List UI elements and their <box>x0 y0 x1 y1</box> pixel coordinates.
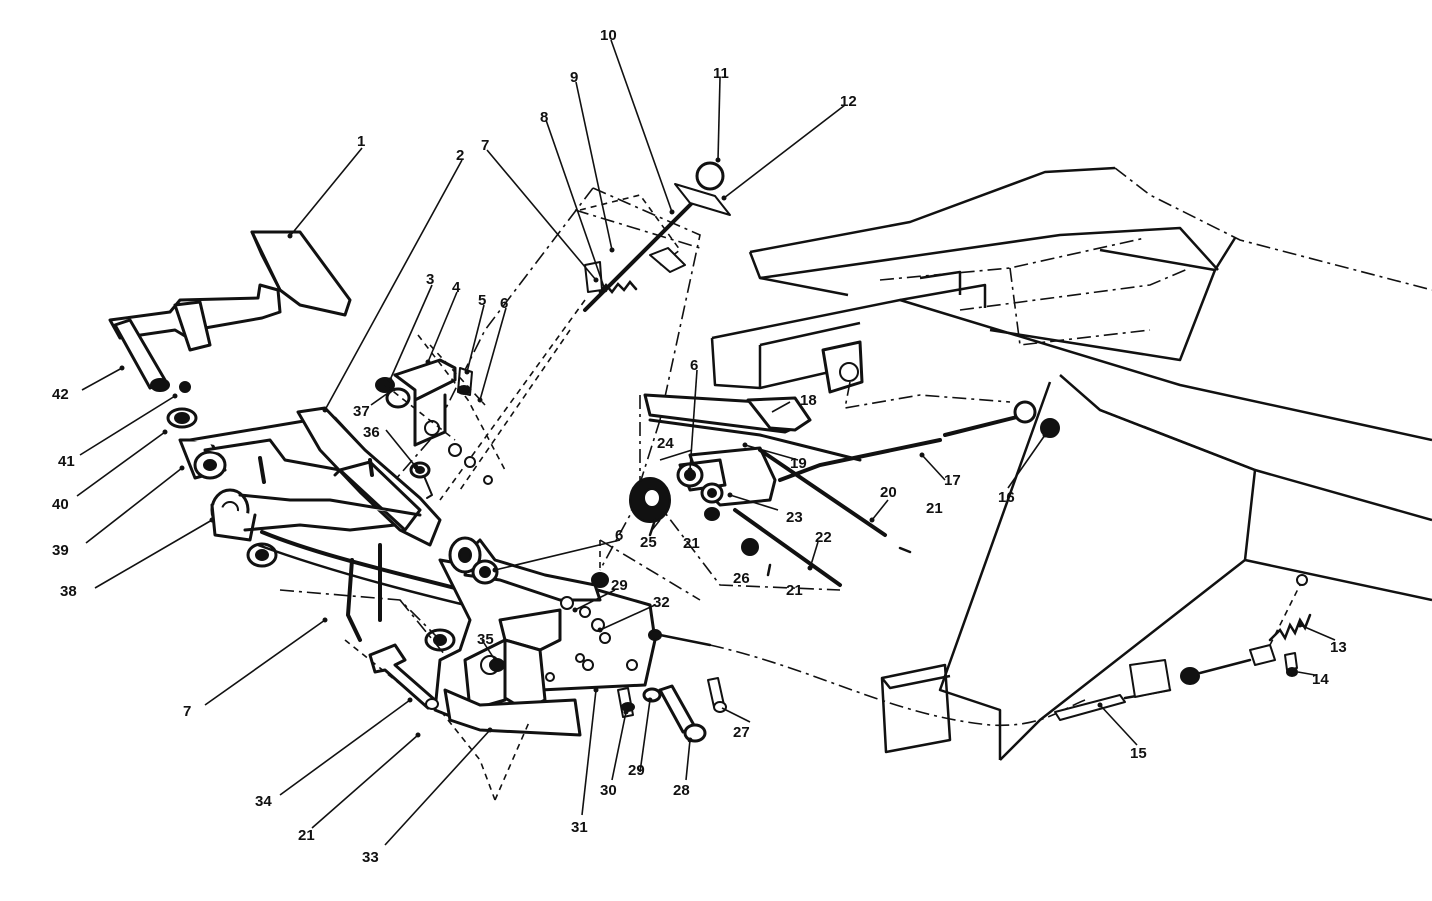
callout-31: 31 <box>571 819 588 836</box>
callout-32: 32 <box>653 594 670 611</box>
cable-15 <box>1054 694 1126 721</box>
callout-40: 40 <box>52 496 69 513</box>
callout-16: 16 <box>998 489 1015 506</box>
callout-25: 25 <box>640 534 657 551</box>
bushing-26 <box>741 538 759 556</box>
pivot-bracket <box>375 334 506 499</box>
callout-14: 14 <box>1312 671 1329 688</box>
rod-22 <box>733 508 842 587</box>
callout-21-left: 21 <box>298 827 315 844</box>
callout-33: 33 <box>362 849 379 866</box>
callout-21-right: 21 <box>926 500 943 517</box>
pedal-assembly <box>108 230 532 622</box>
callout-36: 36 <box>363 424 380 441</box>
callout-9: 9 <box>570 69 578 86</box>
callout-7-upper: 7 <box>481 137 489 154</box>
callout-6-lower: 6 <box>615 527 623 544</box>
callout-6-mid: 6 <box>690 357 698 374</box>
callout-4: 4 <box>452 279 461 296</box>
callout-10: 10 <box>600 27 617 44</box>
callout-27: 27 <box>733 724 750 741</box>
callout-19: 19 <box>790 455 807 472</box>
bushing-41 <box>179 381 191 393</box>
callout-20: 20 <box>880 484 897 501</box>
callout-12: 12 <box>840 93 857 110</box>
callout-2: 2 <box>456 147 464 164</box>
callout-39: 39 <box>52 542 69 559</box>
callout-35: 35 <box>477 631 494 648</box>
callout-13: 13 <box>1330 639 1347 656</box>
callout-21-mid: 21 <box>683 535 700 552</box>
callout-30: 30 <box>600 782 617 799</box>
rod-34 <box>368 643 437 710</box>
leader-lines <box>76 39 1336 846</box>
callout-41: 41 <box>58 453 75 470</box>
callout-37: 37 <box>353 403 370 420</box>
callout-5: 5 <box>478 292 486 309</box>
callout-29-upper: 29 <box>611 577 628 594</box>
callout-15: 15 <box>1130 745 1147 762</box>
rod-20 <box>758 448 887 537</box>
callout-1: 1 <box>357 133 365 150</box>
tractor-frame <box>710 166 1432 761</box>
callout-3: 3 <box>426 271 434 288</box>
mid-linkage <box>599 393 1060 601</box>
callout-21-lowmid: 21 <box>786 582 803 599</box>
callout-8: 8 <box>540 109 548 126</box>
link-18 <box>746 396 812 432</box>
bracket-4 <box>393 358 457 447</box>
callout-23: 23 <box>786 509 803 526</box>
lower-bracket <box>279 536 727 801</box>
washer <box>674 183 731 216</box>
callout-26: 26 <box>733 570 750 587</box>
callout-17: 17 <box>944 472 961 489</box>
callout-38: 38 <box>60 583 77 600</box>
callout-6-upper: 6 <box>500 295 508 312</box>
callout-7-lower: 7 <box>183 703 191 720</box>
callout-labels: 1 2 3 4 5 6 6 6 7 7 8 9 10 11 12 13 14 1… <box>52 27 1347 866</box>
callout-22: 22 <box>815 529 832 546</box>
bushing-16 <box>1040 418 1060 438</box>
callout-18: 18 <box>800 392 817 409</box>
callout-42: 42 <box>52 386 69 403</box>
callout-29-lower: 29 <box>628 762 645 779</box>
callout-24: 24 <box>657 435 674 452</box>
callout-28: 28 <box>673 782 690 799</box>
cable-assembly <box>709 574 1312 727</box>
rod-17 <box>778 438 942 482</box>
clip-14 <box>1286 667 1298 677</box>
callout-34: 34 <box>255 793 272 810</box>
callout-11: 11 <box>713 65 729 82</box>
control-rod <box>583 193 702 312</box>
knob <box>695 161 725 191</box>
